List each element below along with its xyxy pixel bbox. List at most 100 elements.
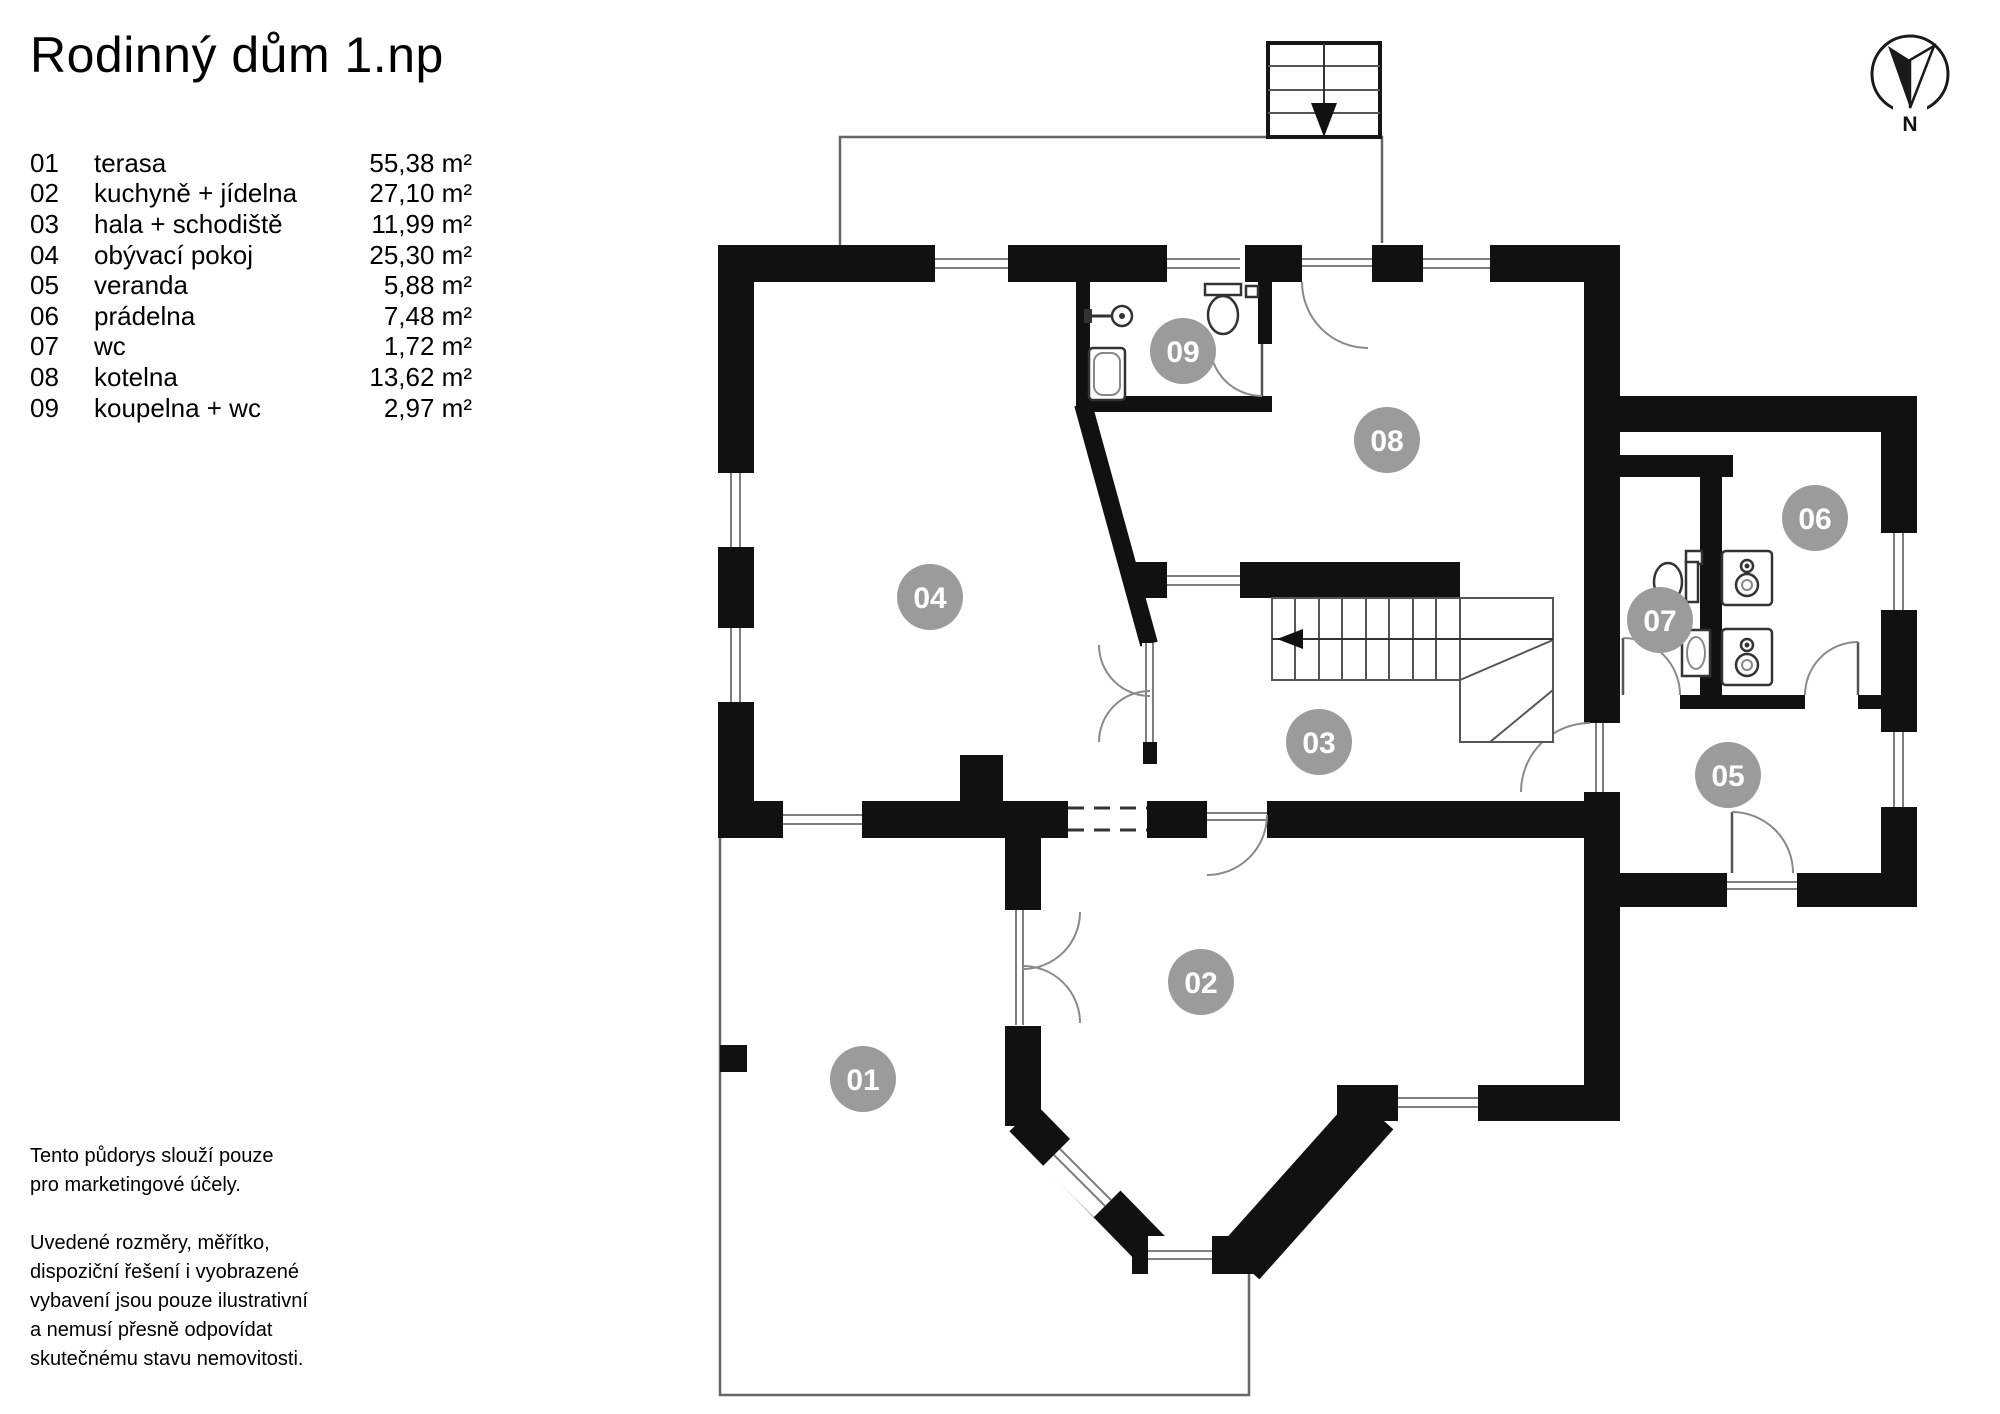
room-badge-label: 03 <box>1302 727 1335 760</box>
legend-number: 03 <box>30 208 59 239</box>
window <box>1167 245 1240 282</box>
legend-number: 05 <box>30 270 59 301</box>
washer-icon <box>1720 627 1774 687</box>
room-badge-label: 02 <box>1184 967 1217 1000</box>
legend-area: 55,38 m² <box>369 147 472 178</box>
flush-button-icon <box>1244 284 1260 299</box>
legend-row-05: 05 veranda 5,88 m² <box>30 270 472 301</box>
legend-row-06: 06 prádelna 7,48 m² <box>30 301 472 332</box>
bay-window <box>1148 1236 1212 1274</box>
bathroom-fixtures <box>1084 282 1260 402</box>
legend-area: 5,88 m² <box>383 270 472 301</box>
stairs-exterior <box>1266 41 1382 139</box>
window <box>783 801 862 838</box>
legend-area: 1,72 m² <box>383 331 472 362</box>
room-badge-label: 07 <box>1643 605 1676 638</box>
bay-window <box>1042 1137 1123 1218</box>
legend-number: 02 <box>30 178 59 209</box>
washer-icon <box>1720 549 1774 607</box>
windows <box>718 245 1917 1274</box>
room-badge-05: 05 <box>1695 742 1761 808</box>
disclaimer-paragraph-2: Uvedené rozměry, měřítko, dispoziční řeš… <box>30 1229 308 1374</box>
toilet-icon <box>1203 282 1243 336</box>
room-badge-08: 08 <box>1354 407 1420 473</box>
room-badge-04: 04 <box>897 564 963 630</box>
shower-icon <box>1084 304 1134 328</box>
window <box>1423 245 1490 282</box>
legend-number: 07 <box>30 331 59 362</box>
legend-name: kotelna <box>94 361 178 392</box>
stairs-up-arrow-icon <box>1277 629 1303 649</box>
door <box>1209 343 1272 397</box>
disclaimer-paragraph-1: Tento půdorys slouží pouze pro marketing… <box>30 1142 308 1200</box>
stairs-down-arrow-icon <box>1311 103 1337 137</box>
north-label: N <box>1902 113 1917 136</box>
room-badge-07: 07 <box>1627 587 1693 653</box>
legend-name: prádelna <box>94 300 196 331</box>
legend-row-04: 04 obývací pokoj 25,30 m² <box>30 240 472 271</box>
door <box>1520 722 1620 793</box>
legend-area: 27,10 m² <box>369 178 472 209</box>
room-badge-09: 09 <box>1150 318 1216 384</box>
legend-area: 2,97 m² <box>383 392 472 423</box>
legend-number: 08 <box>30 361 59 392</box>
disclaimer-line: pro marketingové účely. <box>30 1174 241 1196</box>
disclaimer-line: Uvedené rozměry, měřítko, <box>30 1232 270 1254</box>
legend-name: hala + schodiště <box>94 208 283 239</box>
terrace-pillar <box>720 1045 747 1072</box>
disclaimer-line: vybavení jsou pouze ilustrativní <box>30 1290 308 1312</box>
legend-area: 11,99 m² <box>371 208 472 239</box>
legend-name: wc <box>94 331 126 362</box>
disclaimer-line: dispoziční řešení i vyobrazené <box>30 1261 300 1283</box>
terrace-outline <box>718 838 1251 1397</box>
legend-name: terasa <box>94 147 167 178</box>
legend-number: 09 <box>30 392 59 423</box>
room-badge-label: 09 <box>1166 336 1199 369</box>
room-badge-label: 04 <box>913 582 947 615</box>
room-badge-label: 05 <box>1711 760 1744 793</box>
legend-name: obývací pokoj <box>94 239 253 270</box>
room-badge-03: 03 <box>1286 709 1352 775</box>
entrance-door <box>1301 245 1372 349</box>
legend-area: 7,48 m² <box>383 300 472 331</box>
page-title: Rodinný dům 1.np <box>30 27 444 83</box>
canopy-outline <box>838 135 1384 245</box>
room-badge-01: 01 <box>830 1046 896 1112</box>
north-arrow-icon: N <box>1870 34 1950 136</box>
walls <box>718 245 1917 1280</box>
legend-number: 01 <box>30 147 59 178</box>
legend-row-07: 07 wc 1,72 m² <box>30 331 472 363</box>
laundry-appliances <box>1720 549 1774 687</box>
dashed-opening <box>1068 801 1147 838</box>
legend-row-08: 08 kotelna 13,62 m² <box>30 362 472 393</box>
legend-row-09: 09 koupelna + wc 2,97 m² <box>30 393 472 424</box>
french-door <box>1005 910 1081 1025</box>
interior-window <box>1167 562 1240 598</box>
window <box>718 473 754 547</box>
room-badge-06: 06 <box>1782 485 1848 551</box>
legend-name: veranda <box>94 270 188 301</box>
legend-name: kuchyně + jídelna <box>94 178 298 209</box>
room-badge-label: 08 <box>1370 425 1403 458</box>
legend-number: 06 <box>30 300 59 331</box>
window <box>935 245 1008 282</box>
double-door <box>1098 643 1157 764</box>
room-badge-label: 06 <box>1798 503 1831 536</box>
legend-name: koupelna + wc <box>94 392 261 423</box>
room-badge-label: 01 <box>846 1064 879 1097</box>
disclaimer-line: skutečnému stavu nemovitosti. <box>30 1348 304 1370</box>
legend-row-01: 01 terasa 55,38 m² <box>30 148 472 179</box>
window <box>1398 1085 1478 1121</box>
window <box>1881 533 1917 610</box>
window <box>718 628 754 702</box>
disclaimer-line: a nemusí přesně odpovídat <box>30 1319 273 1341</box>
window <box>1881 732 1917 807</box>
legend-number: 04 <box>30 239 59 270</box>
disclaimer-line: Tento půdorys slouží pouze <box>30 1145 274 1167</box>
legend-area: 13,62 m² <box>369 361 472 392</box>
legend-area: 25,30 m² <box>369 239 472 270</box>
doors <box>1005 245 1860 1025</box>
room-legend: 01 terasa 55,38 m² 02 kuchyně + jídelna … <box>30 148 472 423</box>
shower-tray-icon <box>1087 346 1127 402</box>
